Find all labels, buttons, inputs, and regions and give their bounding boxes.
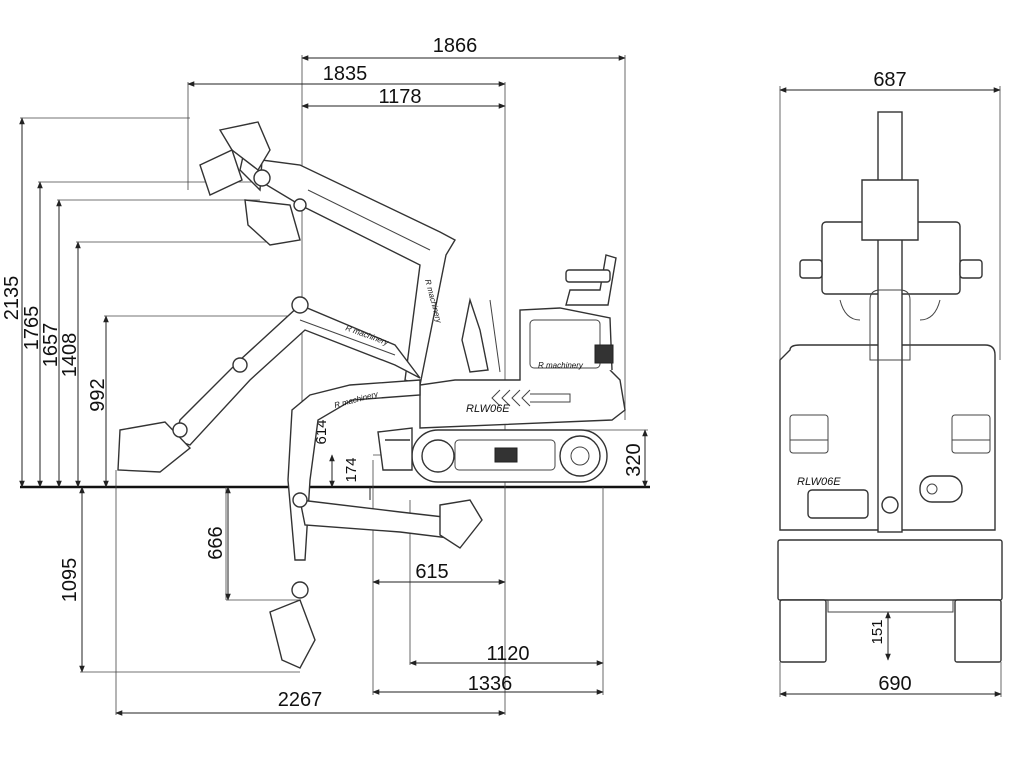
dim-1835: 1835	[323, 63, 368, 85]
boom-arm-max-height: R machinery	[199, 121, 456, 386]
dim-1336: 1336	[468, 673, 513, 695]
dim-151: 151	[869, 619, 886, 644]
front-track-left	[779, 599, 827, 663]
front-track-right	[954, 599, 1002, 663]
front-boom	[877, 111, 903, 533]
boom-arm-dig-depth: R machinery	[269, 379, 483, 669]
dim-1657: 1657	[40, 323, 62, 368]
dim-2135: 2135	[1, 276, 23, 321]
dim-174: 174	[343, 457, 360, 482]
excavator-side-body: RLW06E R machinery	[377, 254, 626, 483]
dim-1120: 1120	[486, 643, 529, 665]
front-model-label: RLW06E	[797, 476, 841, 488]
front-blade	[777, 539, 1003, 601]
dim-1866: 1866	[433, 35, 478, 57]
dim-1765: 1765	[21, 306, 43, 351]
dim-666: 666	[205, 526, 227, 559]
boom-arm-max-reach: R machinery	[117, 296, 421, 473]
dim-320: 320	[623, 443, 645, 476]
dim-1095: 1095	[59, 558, 81, 603]
side-model-label: RLW06E	[466, 403, 510, 415]
dim-992: 992	[87, 378, 109, 411]
dim-2267: 2267	[278, 689, 323, 711]
side-brand-label: R machinery	[538, 361, 584, 370]
dim-1178: 1178	[378, 86, 421, 108]
front-view: 687 RLW06E 151 690	[777, 69, 1003, 697]
dim-1408: 1408	[59, 333, 81, 378]
dim-690: 690	[878, 673, 911, 695]
dim-615: 615	[415, 561, 448, 583]
side-view: 1866 1835 1178 2135 1765 1657 1408 992 1…	[1, 35, 650, 716]
dim-687: 687	[873, 69, 906, 91]
